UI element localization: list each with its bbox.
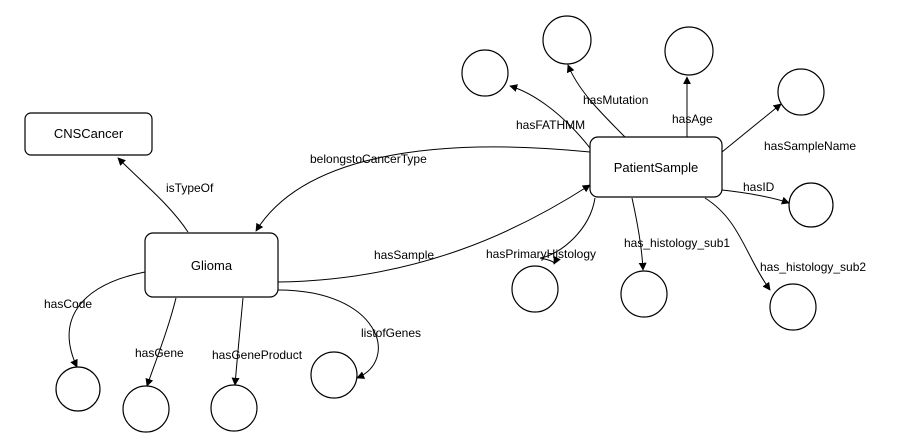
circle-node-hasSampleName-target	[777, 68, 825, 116]
edge-hasGene	[145, 297, 177, 387]
edge-has_histology_sub2	[704, 197, 771, 291]
edge-hasSample	[277, 184, 591, 283]
edge-listofGenes	[277, 289, 379, 379]
circle-node-has_histology_sub2-target	[769, 283, 817, 331]
edge-hasPrimaryHistology	[539, 197, 596, 265]
circle-node-has_histology_sub1-target	[620, 270, 668, 318]
edge-label-isTypeOf: isTypeOf	[166, 181, 214, 195]
node-glioma-label: Glioma	[191, 258, 233, 273]
circle-node-hasPrimaryHistology-target	[511, 265, 559, 313]
edge-label-has_histology_sub1: has_histology_sub1	[624, 236, 730, 250]
edge-label-hasMutation: hasMutation	[583, 93, 648, 107]
circle-node-hasMutation-target	[542, 15, 592, 65]
edge-label-hasSampleName: hasSampleName	[764, 139, 856, 153]
circle-node-listofGenes-target	[310, 351, 358, 399]
circle-nodes	[55, 15, 834, 433]
edge-label-has_histology_sub2: has_histology_sub2	[760, 260, 866, 274]
edge-hasCode	[68, 271, 146, 368]
edge-label-hasAge: hasAge	[672, 112, 713, 126]
edge-hasID	[721, 189, 790, 205]
edge-label-hasFATHMM: hasFATHMM	[516, 118, 585, 132]
edge-hasGeneProduct	[231, 297, 244, 386]
circle-node-hasCode-target	[55, 366, 101, 412]
edge-labels: isTypeOf belongstoCancerType hasSample h…	[44, 93, 866, 362]
node-glioma: Glioma	[144, 232, 279, 298]
circle-node-hasFATHMM-target	[461, 49, 509, 97]
edge-label-hasGeneProduct: hasGeneProduct	[212, 348, 303, 362]
circle-node-hasGene-target	[122, 385, 170, 433]
edge-label-hasCode: hasCode	[44, 297, 92, 311]
edge-hasFATHMM	[509, 84, 591, 149]
edge-label-hasSample: hasSample	[374, 248, 434, 262]
edge-has_histology_sub1	[631, 197, 647, 271]
edge-label-listofGenes: listofGenes	[361, 326, 421, 340]
node-patientsample: PatientSample	[589, 136, 723, 198]
edge-label-hasPrimaryHistology: hasPrimaryHistology	[486, 247, 596, 261]
edge-belongstoCancerType	[255, 146, 591, 232]
circle-node-hasID-target	[788, 182, 834, 228]
edge-label-hasID: hasID	[743, 180, 775, 194]
edges	[68, 64, 790, 387]
edge-isTypeOf	[117, 157, 189, 233]
node-cnscancer: CNSCancer	[24, 112, 153, 156]
node-cnscancer-label: CNSCancer	[54, 126, 124, 141]
edge-label-hasGene: hasGene	[135, 346, 184, 360]
node-patientsample-label: PatientSample	[614, 160, 699, 175]
edge-hasSampleName	[721, 103, 782, 153]
edge-hasMutation	[566, 64, 626, 138]
circle-node-hasGeneProduct-target	[210, 384, 258, 432]
edge-label-belongstoCancerType: belongstoCancerType	[310, 152, 427, 166]
circle-node-hasAge-target	[664, 26, 714, 76]
